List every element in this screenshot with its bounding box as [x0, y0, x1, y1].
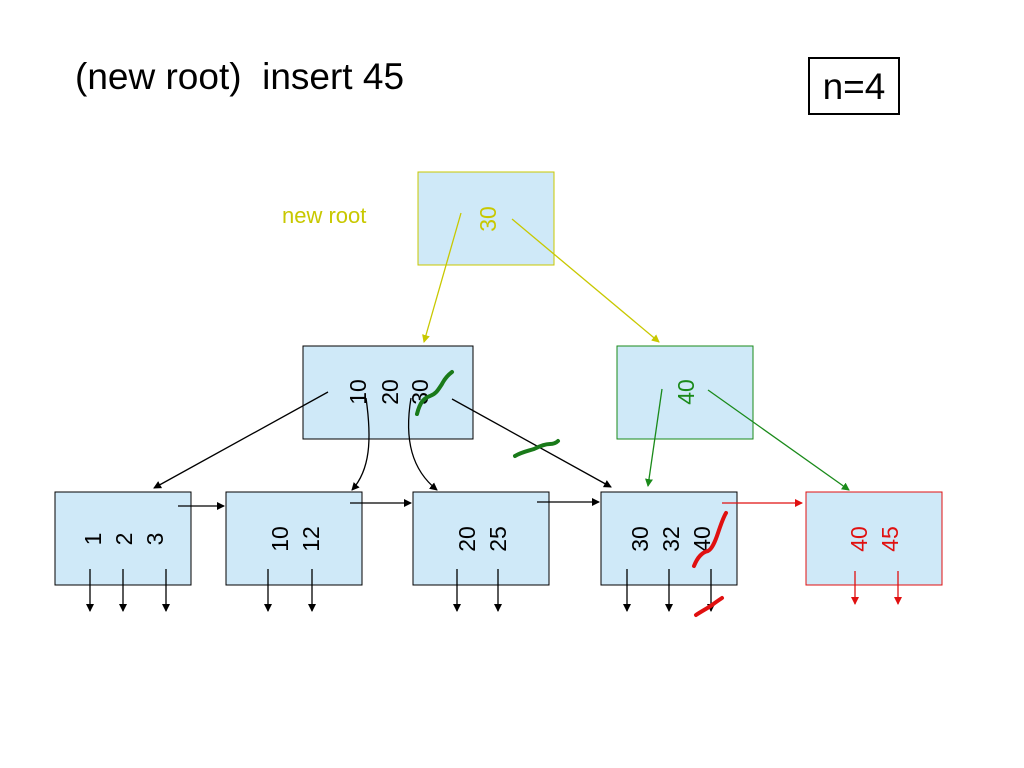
inner-right-pointer-1 [645, 388, 663, 487]
order-badge: n=4 [808, 57, 900, 115]
node-key: 20 [454, 526, 480, 552]
leaf-node-5 [805, 491, 943, 586]
leaf-node-2 [225, 491, 363, 586]
leaf-1-keys: 1 2 3 [80, 533, 168, 546]
node-key: 20 [377, 379, 403, 405]
node-key: 25 [485, 526, 511, 552]
inner-left-pointer-1 [153, 391, 329, 489]
leaf-5-keys: 40 45 [846, 526, 903, 552]
new-root-label: new root [282, 203, 367, 228]
root-pointer-left [422, 212, 462, 343]
root-keys: 30 [475, 206, 501, 232]
node-key: 40 [673, 379, 699, 405]
inner-left-keys: 10 20 30 [345, 379, 433, 405]
node-key: 30 [407, 379, 433, 405]
inner-right-keys: 40 [673, 379, 699, 405]
leaf-1-record-pointers [86, 569, 170, 612]
node-key: 30 [627, 526, 653, 552]
node-key: 2 [111, 533, 137, 546]
inner-left-pointer-4 [451, 398, 612, 488]
inner-left-pointer-2 [351, 397, 370, 491]
inner-node-left [302, 345, 474, 440]
strike-mark-inner-pointer [513, 439, 560, 458]
inner-left-pointer-3 [408, 397, 438, 491]
node-key: 10 [345, 379, 371, 405]
leaf-3-record-pointers [453, 569, 502, 612]
root-pointer-right [511, 218, 660, 343]
leaf-2-keys: 10 12 [267, 526, 324, 552]
leaf-2-record-pointers [264, 569, 316, 612]
root-node [417, 171, 555, 266]
leaf-3-keys: 20 25 [454, 526, 511, 552]
leaf-node-3 [412, 491, 550, 586]
node-key: 1 [80, 533, 106, 546]
node-key: 45 [877, 526, 903, 552]
leaf-5-record-pointers [851, 571, 902, 605]
node-key: 3 [142, 533, 168, 546]
inner-node-right [616, 345, 754, 440]
node-key: 30 [475, 206, 501, 232]
node-key: 10 [267, 526, 293, 552]
strike-mark-leaf-key [692, 511, 728, 568]
node-key: 12 [298, 526, 324, 552]
slide-title: (new root) insert 45 [75, 56, 405, 97]
strike-mark-leaf-pointer [694, 596, 724, 617]
node-key: 32 [658, 526, 684, 552]
node-key: 40 [846, 526, 872, 552]
leaf-4-keys: 30 32 40 [627, 526, 715, 552]
inner-right-pointer-2 [707, 389, 850, 491]
strike-mark-inner-key [415, 370, 454, 416]
